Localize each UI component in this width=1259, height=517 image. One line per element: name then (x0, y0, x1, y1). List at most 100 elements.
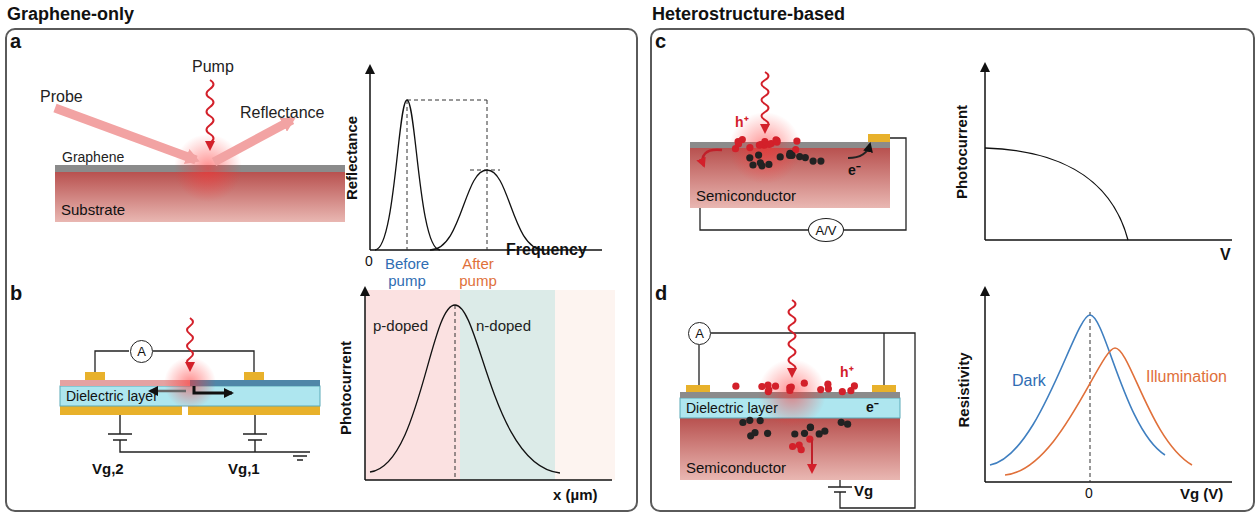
carrier-dot (746, 417, 753, 424)
photocurrent-curve (370, 305, 560, 473)
voltage-label: Vg,1 (228, 461, 260, 478)
p-region (365, 290, 460, 480)
y-axis (364, 288, 366, 480)
y-axis (984, 64, 986, 240)
carrier-label: e⁻ (866, 400, 879, 415)
carriers (732, 136, 825, 169)
axis-title: V (1220, 246, 1231, 264)
carrier-dot (801, 430, 808, 437)
carrier-dot (773, 139, 780, 146)
guide-line (1090, 312, 1091, 482)
carrier-dot (758, 383, 765, 390)
region-label: p-doped (373, 318, 428, 335)
tick-label: 0 (1085, 486, 1093, 501)
carrier-dot (732, 383, 739, 390)
carrier-arrow (194, 386, 232, 393)
pump-wave (762, 72, 769, 132)
carrier-dot (751, 429, 758, 436)
carrier-dot (735, 140, 742, 147)
carrier-dot (755, 152, 762, 159)
carrier-dot (777, 153, 784, 160)
series-label: After pump (452, 256, 504, 289)
contact (85, 372, 105, 380)
region-label: n-doped (476, 318, 531, 335)
carrier-dot (807, 424, 814, 431)
layer-label: Semiconductor (696, 187, 796, 204)
hole-arrow (703, 150, 722, 166)
axis-title: x (µm) (553, 487, 597, 504)
carrier-label: h⁺ (840, 365, 854, 380)
carrier-dot (825, 385, 832, 392)
layer-label: Dielectric layer (686, 400, 778, 416)
layer-label: Substrate (61, 201, 125, 218)
pump-spot (174, 134, 242, 202)
meter-label: A (137, 344, 146, 359)
carrier-dot (786, 150, 793, 157)
pump-wave (187, 318, 193, 370)
panel-letter: b (10, 282, 22, 304)
axis-title: Resistivity (956, 352, 973, 427)
axis-title: Photocurrent (338, 341, 355, 435)
voltage-label: Vg (854, 483, 873, 500)
pump-spot (729, 112, 801, 184)
layer-label: Semiconductor (686, 459, 786, 476)
axis-title: Vg (V) (1180, 486, 1223, 503)
material-layer: Semiconductor (680, 418, 900, 480)
contact (686, 385, 710, 392)
pump-spot (758, 359, 826, 427)
beam-label: Reflectance (240, 104, 325, 122)
carrier-dot (746, 154, 753, 161)
carrier-dot (789, 443, 796, 450)
carrier-dot (746, 144, 753, 151)
carrier-dot (756, 142, 763, 149)
carrier-dot (838, 419, 845, 426)
panel-heading: Graphene-only (7, 4, 134, 25)
panel-letter: d (655, 282, 667, 304)
meter-label: A (695, 326, 704, 341)
carrier-dot (791, 430, 798, 437)
carrier-dot (772, 383, 779, 390)
material-layer: Dielectric layer (60, 386, 320, 406)
carrier-dot (847, 387, 854, 394)
carrier-dot (788, 383, 795, 390)
beam-label: Probe (40, 88, 83, 106)
wire (699, 333, 915, 508)
panel-frame: Heterostructure-basedSemiconductorA/VADi… (650, 28, 1255, 512)
wire (700, 138, 906, 230)
carrier-dot (749, 161, 756, 168)
panel-letter: a (10, 30, 21, 52)
carrier-dot (764, 430, 771, 437)
illumination-curve (1005, 348, 1192, 475)
axis-title: Reflectance (344, 116, 361, 200)
carrier-label: h⁺ (735, 115, 749, 130)
carrier-dot (757, 417, 764, 424)
meter-symbol: A (688, 322, 711, 345)
series-label: Before pump (381, 256, 433, 289)
carrier-label: e⁻ (848, 163, 861, 178)
after-peak (430, 170, 544, 250)
gate-circuit (108, 415, 310, 460)
panel-frame: Graphene-onlySubstrateADielectric layer (5, 28, 638, 512)
carrier-dot (757, 159, 764, 166)
carrier-dot (802, 154, 809, 161)
carrier-dot (766, 141, 773, 148)
carrier-dot (816, 430, 823, 437)
contact (244, 372, 264, 380)
meter-symbol: A (130, 340, 153, 363)
series-label: Dark (1012, 372, 1046, 390)
pump-wave (789, 300, 796, 376)
x-axis (985, 481, 1232, 483)
x-axis (365, 479, 612, 481)
meter-label: A/V (816, 223, 837, 238)
y-axis (984, 288, 986, 482)
carrier-dot (844, 421, 851, 428)
meter-symbol: A/V (808, 218, 844, 242)
tick-label: 0 (365, 254, 373, 269)
iv-curve (985, 148, 1128, 240)
voltage-label: Vg,2 (92, 461, 124, 478)
panel-heading: Heterostructure-based (652, 4, 845, 25)
carrier-dot (817, 386, 824, 393)
dark-curve (990, 315, 1165, 465)
contact (868, 134, 890, 142)
reflected-beam (214, 120, 292, 162)
